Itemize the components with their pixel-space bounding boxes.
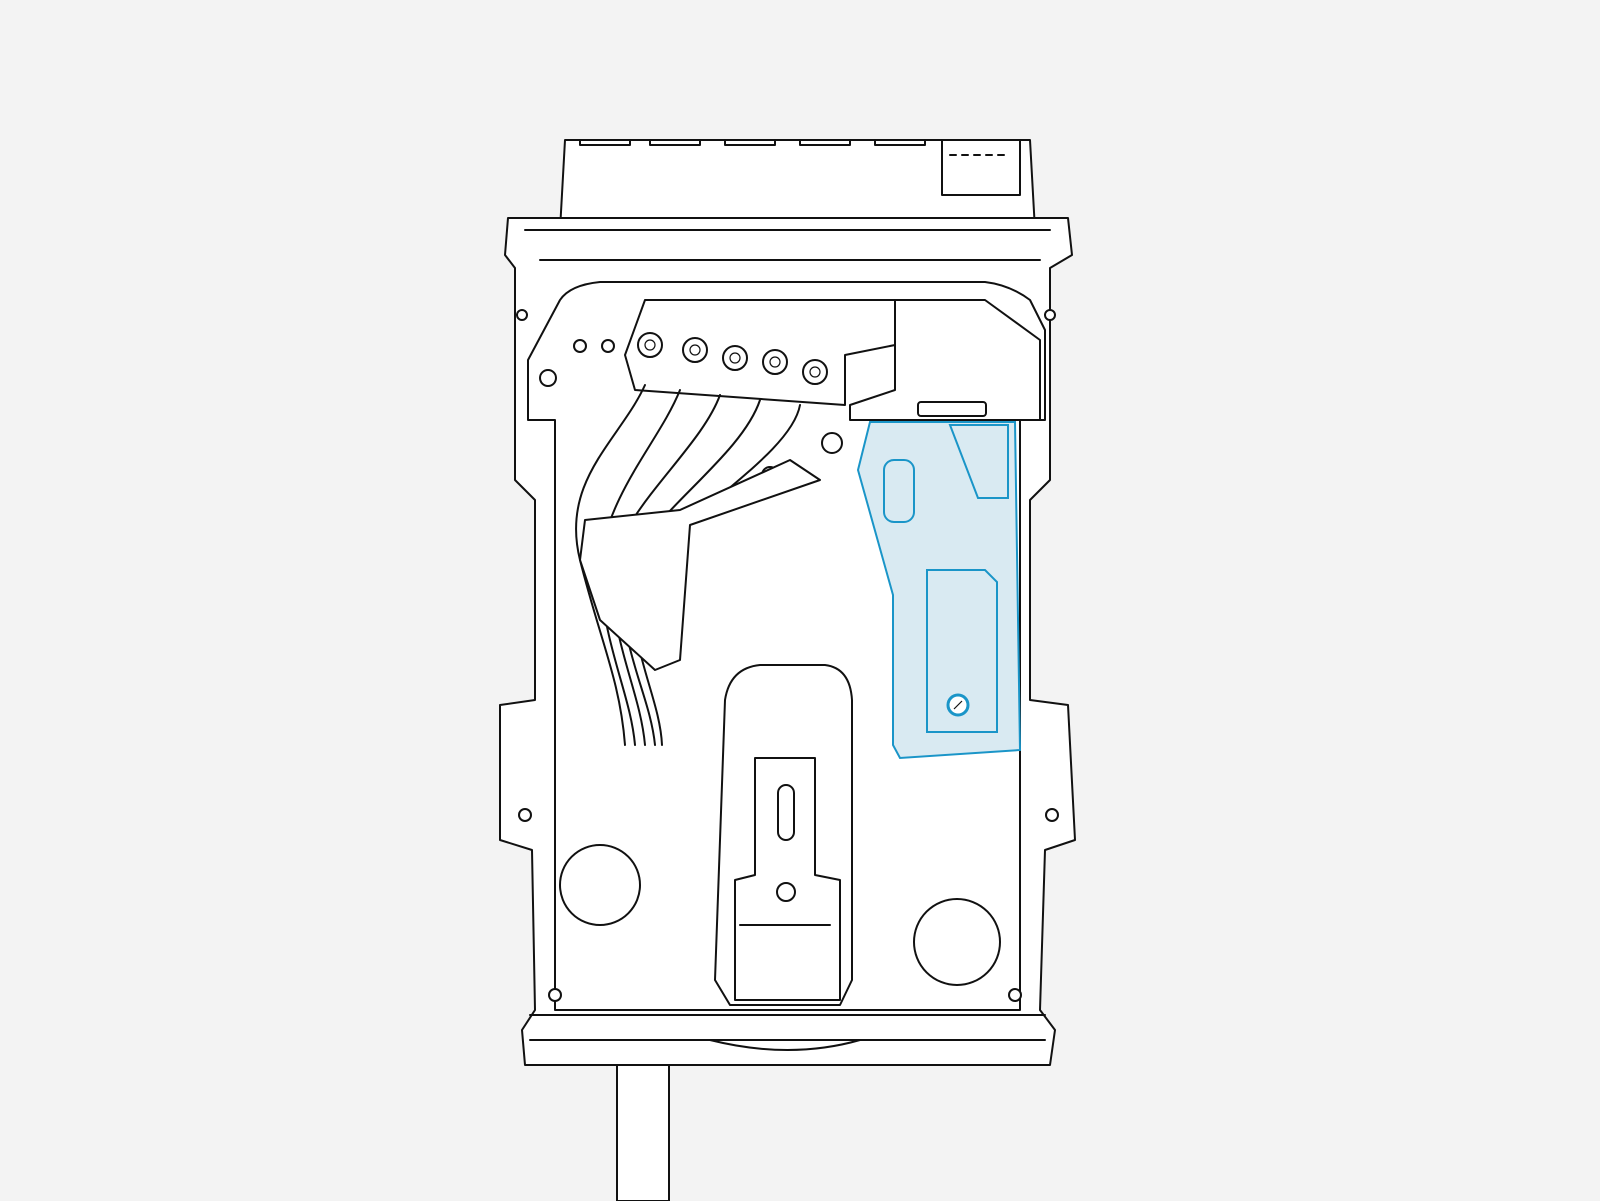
terminal-block <box>516 299 1059 1002</box>
control-module <box>856 421 1022 760</box>
knockout-hole <box>559 844 641 926</box>
connector-icon <box>941 139 1021 196</box>
center-channel <box>714 664 853 1006</box>
bracket <box>579 459 821 671</box>
connector-icon <box>883 459 915 523</box>
top-cover <box>559 139 1036 231</box>
knockout-hole <box>913 898 1001 986</box>
